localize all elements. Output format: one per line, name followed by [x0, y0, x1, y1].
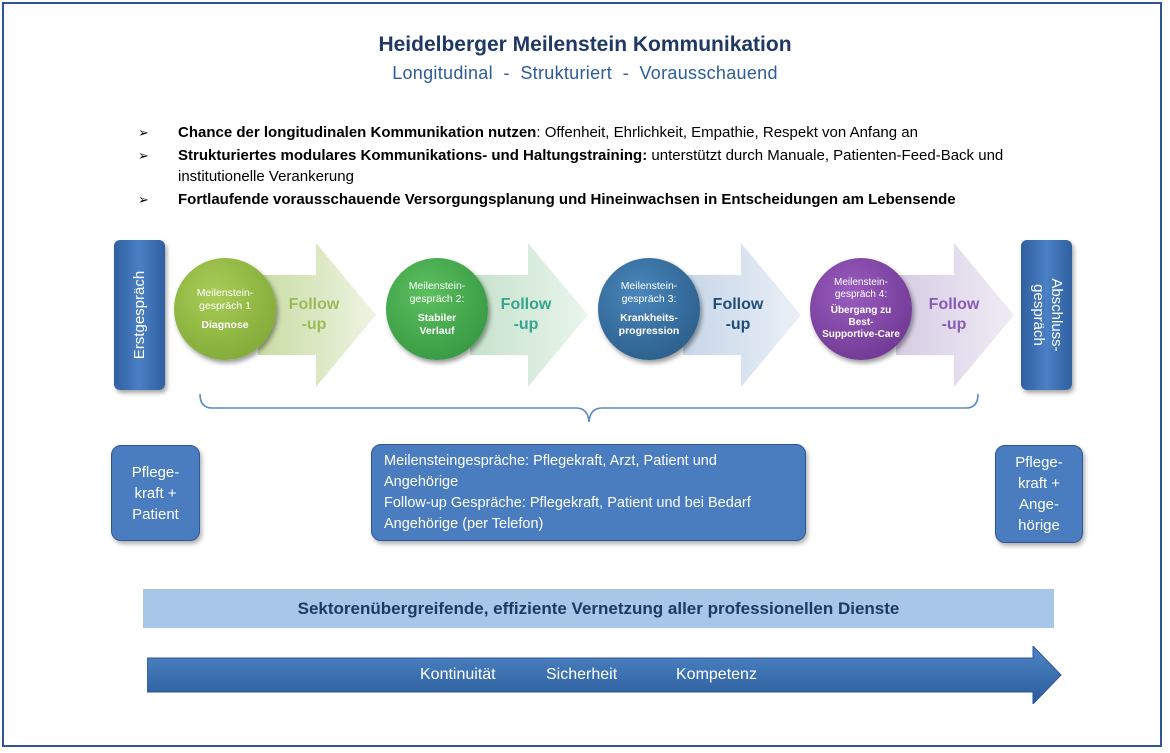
milestone-line1: Meilenstein- — [196, 286, 254, 299]
milestone-line2: gespräch 4: — [834, 289, 888, 300]
milestone-line2: gespräch 2: — [409, 293, 465, 305]
followup-arrow-2 — [470, 243, 588, 387]
box-line: Meilensteingespräche: Pflegekraft, Arzt,… — [384, 453, 717, 469]
bottom-word-kompetenz: Kompetenz — [676, 666, 757, 683]
box-line: Patient — [132, 505, 179, 523]
bottom-arrow — [147, 646, 1062, 704]
milestone-line1: Meilenstein- — [834, 277, 888, 288]
milestone-line1: Meilenstein- — [620, 280, 678, 292]
bullet-list: ➢ Chance der longitudinalen Kommunikatio… — [138, 122, 1058, 212]
followup-label-2: Follow -up — [496, 295, 556, 335]
bullet-item: ➢ Strukturiertes modulares Kommunikation… — [138, 145, 1048, 187]
followup-arrow-3 — [683, 243, 801, 387]
bullet-text: unterstützt durch Manuale, Patienten-Fee… — [178, 147, 1004, 185]
milestone-topic: Krankheits- — [620, 312, 678, 324]
bullet-bold-text: Chance der longitudinalen Kommunikation … — [178, 124, 537, 141]
milestone-circle-3: Meilenstein- gespräch 3: Krankheits- pro… — [598, 258, 700, 360]
bullet-arrow-icon: ➢ — [138, 125, 149, 140]
pflegekraft-angehoerige-box: Pflege- kraft + Ange- hörige — [995, 445, 1083, 543]
followup-text: Follow — [928, 296, 980, 313]
box-line: Angehörige (per Telefon) — [384, 516, 544, 532]
milestone-circle-2: Meilenstein- gespräch 2: Stabiler Verlau… — [386, 258, 488, 360]
diagram-title: Heidelberger Meilenstein Kommunikation — [378, 33, 792, 56]
milestone-line2: gespräch 3: — [621, 293, 677, 305]
bullet-text: : Offenheit, Ehrlichkeit, Empathie, Resp… — [536, 124, 918, 141]
followup-text: -up — [725, 316, 751, 333]
milestone-topic: Übergang zu Best- — [830, 305, 892, 328]
milestone-circle-1: Meilenstein- gespräch 1 Diagnose — [174, 258, 276, 360]
followup-text: -up — [301, 316, 327, 333]
followup-text: Follow — [288, 296, 340, 313]
milestone-topic-2: Verlauf — [419, 325, 455, 337]
followup-text: -up — [941, 316, 967, 333]
box-line: Pflege- — [131, 463, 180, 481]
milestone-line1: Meilenstein- — [408, 280, 466, 292]
milestone-line2: gespräch 1 — [199, 299, 251, 312]
abschluss-line1: Abschluss- — [1047, 278, 1065, 352]
followup-label-4: Follow -up — [924, 295, 984, 335]
box-line: Follow-up Gespräche: Pflegekraft, Patien… — [384, 495, 751, 511]
followup-label-1: Follow -up — [284, 295, 344, 335]
followup-arrow-4 — [896, 243, 1014, 387]
abschluss-line2: gespräch — [1029, 284, 1047, 346]
grouping-brace — [199, 393, 979, 423]
abschlussgespraech-box: Abschluss- gespräch — [1021, 240, 1072, 390]
box-line: kraft + — [134, 484, 177, 502]
pflegekraft-patient-box: Pflege- kraft + Patient — [111, 445, 200, 541]
vernetzung-banner: Sektorenübergreifende, effiziente Vernet… — [143, 589, 1054, 628]
bottom-word-sicherheit: Sicherheit — [546, 666, 618, 683]
erstgespraech-label: Erstgespräch — [130, 270, 148, 360]
abschlussgespraech-label: Abschluss- gespräch — [1029, 278, 1065, 351]
followup-text: -up — [513, 316, 539, 333]
bottom-word-kontinuitaet: Kontinuität — [420, 666, 496, 683]
milestone-topic: Diagnose — [201, 318, 249, 331]
box-line: Pflege- — [1015, 454, 1063, 471]
milestone-topic: Stabiler — [417, 312, 457, 324]
box-line: kraft + — [1017, 475, 1061, 492]
followup-text: Follow — [712, 296, 764, 313]
bullet-arrow-icon: ➢ — [138, 192, 149, 207]
milestone-topic-2: Supportive-Care — [822, 329, 900, 340]
box-line: Angehörige — [384, 474, 459, 490]
erstgespraech-box: Erstgespräch — [114, 240, 165, 390]
milestone-topic-2: progression — [618, 325, 680, 337]
box-line: Ange- — [1018, 496, 1060, 513]
box-line: hörige — [1018, 517, 1060, 534]
diagram-subtitle: Longitudinal - Strukturiert - Vorausscha… — [392, 63, 778, 83]
milestone-circle-4: Meilenstein- gespräch 4: Übergang zu Bes… — [810, 258, 912, 360]
gespraeche-info-box: Meilensteingespräche: Pflegekraft, Arzt,… — [371, 444, 806, 541]
bullet-item: ➢ Fortlaufende vorausschauende Versorgun… — [138, 189, 1058, 210]
bullet-bold-text: Strukturiertes modulares Kommunikations-… — [178, 147, 648, 164]
bullet-item: ➢ Chance der longitudinalen Kommunikatio… — [138, 122, 1058, 143]
followup-label-3: Follow -up — [708, 295, 768, 335]
bullet-arrow-icon: ➢ — [138, 148, 149, 163]
followup-arrow-1 — [258, 243, 376, 387]
bullet-bold-text: Fortlaufende vorausschauende Versorgungs… — [178, 191, 956, 208]
followup-text: Follow — [500, 296, 552, 313]
